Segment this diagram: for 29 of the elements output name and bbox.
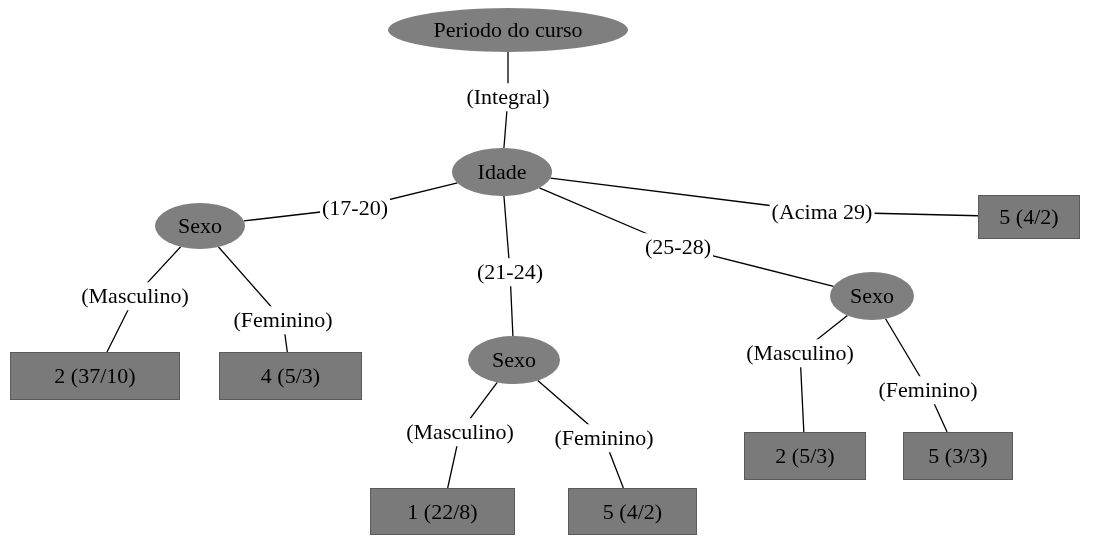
node-text: Sexo: [178, 215, 222, 237]
leaf-box: [10, 352, 180, 400]
node-text: 2 (5/3): [775, 445, 835, 467]
edge-label: (Masculino): [744, 339, 856, 367]
edge-label: (21-24): [475, 258, 545, 286]
node-text: Idade: [477, 161, 527, 183]
leaf-box: [744, 432, 866, 480]
node-text: 5 (3/3): [928, 445, 988, 467]
node-text: Periodo do curso: [433, 19, 583, 41]
edge-label: (Masculino): [404, 418, 516, 446]
node-text: 5 (4/2): [602, 500, 663, 523]
edge-label: (25-28): [643, 233, 713, 261]
leaf-box: [370, 488, 515, 535]
leaf-box: [978, 195, 1080, 239]
edge-label: (Feminino): [552, 424, 656, 452]
leaf-box: [219, 352, 362, 400]
edge-label: (Masculino): [79, 282, 191, 310]
leaf-box: [903, 432, 1013, 480]
node-text: 1 (22/8): [407, 500, 478, 523]
edge-label: (Integral): [464, 83, 552, 111]
node-text: Sexo: [850, 285, 894, 307]
node-text: 5 (4/2): [999, 206, 1059, 228]
ellipse-node: [452, 148, 552, 196]
edge-label: (Feminino): [876, 376, 980, 404]
leaf-box: [568, 488, 697, 535]
node-text: Sexo: [492, 349, 536, 371]
node-text: 4 (5/3): [260, 365, 321, 387]
node-text: 2 (37/10): [54, 365, 136, 387]
edge-label: (Feminino): [231, 306, 335, 334]
